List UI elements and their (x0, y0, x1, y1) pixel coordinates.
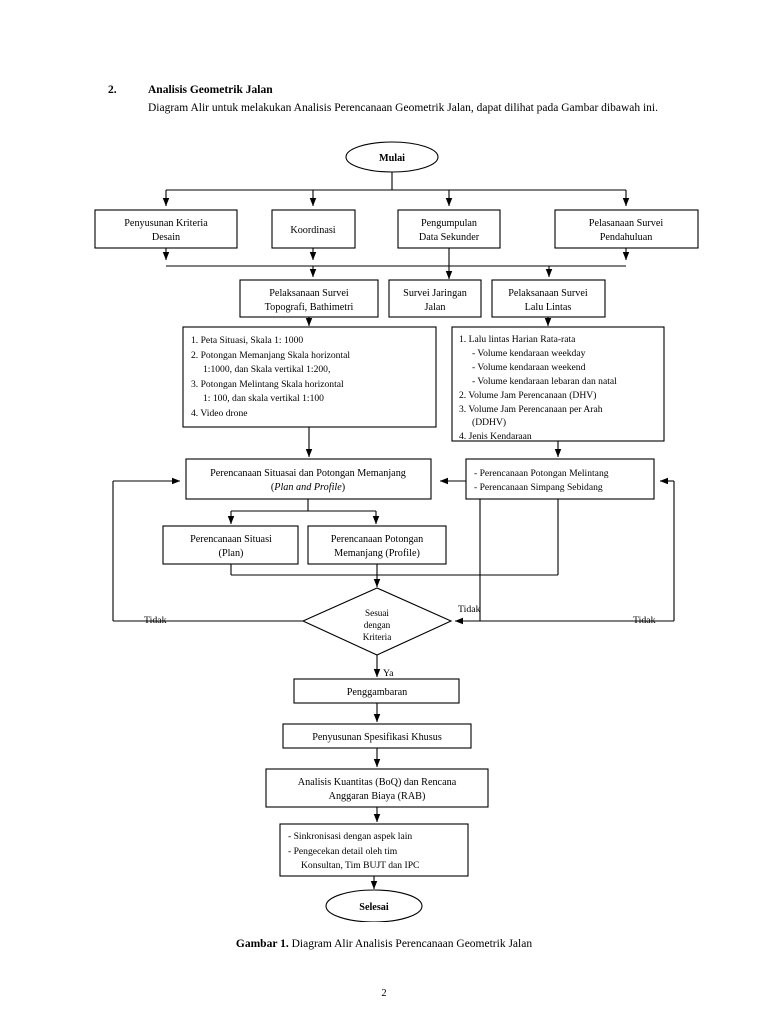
left-list-item-3: 3. Potongan Melintang Skala horizontal (191, 379, 344, 390)
penggambaran-label: Penggambaran (347, 687, 408, 698)
decision-line3: Kriteria (363, 632, 392, 642)
label-ya: Ya (383, 668, 394, 679)
box-pengumpulan-data (397, 209, 501, 249)
box-output-lalu-lintas (451, 326, 665, 442)
right-list-item-4: 4. Jenis Kendaraan (459, 431, 532, 442)
box-survei-lalu-lintas (491, 279, 606, 318)
right-list-item-3: 3. Volume Jam Perencanaan per Arah (459, 404, 603, 415)
plan-profile-line2: (Plan and Profile) (271, 482, 345, 493)
end-terminator (325, 889, 423, 922)
section-paragraph: Diagram Alir untuk melakukan Analisis Pe… (148, 102, 658, 114)
plan-profile-line1: Perencanaan Situasai dan Potongan Memanj… (210, 468, 406, 479)
section-title: Analisis Geometrik Jalan (148, 84, 273, 96)
decision-line2: dengan (364, 620, 391, 630)
box-pendahuluan-line2: Pendahuluan (600, 232, 653, 243)
box-lalulintas-line1: Pelaksanaan Survei (508, 288, 588, 299)
box-pendahuluan-line1: Pelasanaan Survei (589, 218, 664, 229)
left-list-item-2b: 1:1000, dan Skala vertikal 1:200, (203, 364, 330, 375)
box-lalulintas-line2: Lalu Lintas (525, 302, 572, 313)
plan-profile-italic: Plan and Profile (273, 482, 342, 493)
box-potongan-melintang (465, 458, 655, 500)
sub1-line2: (Plan) (219, 548, 244, 559)
decision-line1: Sesuai (365, 608, 389, 618)
box-koordinasi-label: Koordinasi (290, 225, 335, 236)
box-penyusunan-kriteria-line2: Desain (152, 232, 180, 243)
left-list-item-2: 2. Potongan Memanjang Skala horizontal (191, 350, 350, 361)
box-plan-and-profile (185, 458, 432, 500)
sync-line3: Konsultan, Tim BUJT dan IPC (301, 860, 419, 871)
figure-caption-number: Gambar 1. (235, 938, 289, 950)
box-penyusunan-kriteria (94, 209, 238, 249)
sync-line1: - Sinkronisasi dengan aspek lain (288, 831, 412, 842)
box-penggambaran (293, 678, 460, 704)
spesifikasi-label: Penyusunan Spesifikasi Khusus (312, 732, 442, 743)
box-pengumpulan-line1: Pengumpulan (421, 218, 477, 229)
sync-line2: - Pengecekan detail oleh tim (288, 846, 398, 857)
left-list-item-4: 4. Video drone (191, 408, 248, 419)
end-label: Selesai (359, 902, 389, 913)
boq-line1: Analisis Kuantitas (BoQ) dan Rencana (298, 777, 457, 788)
left-list-item-3b: 1: 100, dan skala vertikal 1:100 (203, 393, 324, 404)
paren-close: ) (342, 482, 345, 493)
sub2-line1: Perencanaan Potongan (331, 534, 424, 545)
box-topografi-line2: Topografi, Bathimetri (265, 302, 354, 313)
figure-caption-text: Diagram Alir Analisis Perencanaan Geomet… (288, 938, 533, 950)
heading-row: 2. Analisis Geometrik Jalan (108, 84, 688, 96)
box-pengumpulan-line2: Data Sekunder (419, 232, 480, 243)
melintang-line2: - Perencanaan Simpang Sebidang (474, 482, 603, 493)
box-output-topografi (182, 326, 437, 428)
box-perencanaan-situasi (162, 525, 299, 565)
label-tidak-right: Tidak (633, 615, 656, 626)
flowchart: Mulai Penyusunan Kriteria Desain Koordin… (0, 132, 768, 922)
left-list-item-1: 1. Peta Situasi, Skala 1: 1000 (191, 335, 303, 346)
box-jaringan-line1: Survei Jaringan (403, 288, 467, 299)
boq-line2: Anggaran Biaya (RAB) (329, 791, 426, 802)
right-list-item-1b: - Volume kendaraan weekend (472, 362, 586, 373)
right-list-item-1a: - Volume kendaraan weekday (472, 348, 586, 359)
melintang-line1: - Perencanaan Potongan Melintang (474, 468, 609, 479)
start-label: Mulai (379, 153, 405, 164)
box-jaringan-line2: Jalan (425, 302, 446, 313)
right-list-item-1: 1. Lalu lintas Harian Rata-rata (459, 334, 576, 345)
figure-caption: Gambar 1. Diagram Alir Analisis Perencan… (0, 938, 768, 950)
sub2-line2: Memanjang (Profile) (334, 548, 420, 559)
page-number: 2 (381, 988, 387, 999)
box-spesifikasi-khusus (282, 723, 472, 749)
label-tidak-middle: Tidak (458, 604, 481, 615)
paren-open: ( (271, 482, 275, 493)
label-tidak-left: Tidak (144, 615, 167, 626)
right-list-item-1c: - Volume kendaraan lebaran dan natal (472, 376, 617, 387)
section-heading: 2. Analisis Geometrik Jalan Diagram Alir… (108, 84, 688, 117)
box-penyusunan-kriteria-line1: Penyusunan Kriteria (124, 218, 208, 229)
box-topografi-line1: Pelaksanaan Survei (269, 288, 349, 299)
right-list-item-3b: (DDHV) (472, 417, 506, 428)
sub1-line1: Perencanaan Situasi (190, 534, 272, 545)
section-number: 2. (108, 84, 117, 96)
box-analisis-kuantitas (265, 768, 489, 808)
box-koordinasi (271, 209, 356, 249)
box-survei-jaringan-jalan (388, 279, 482, 318)
right-list-item-2: 2. Volume Jam Perencanaan (DHV) (459, 390, 596, 401)
box-perencanaan-potongan-memanjang (307, 525, 447, 565)
